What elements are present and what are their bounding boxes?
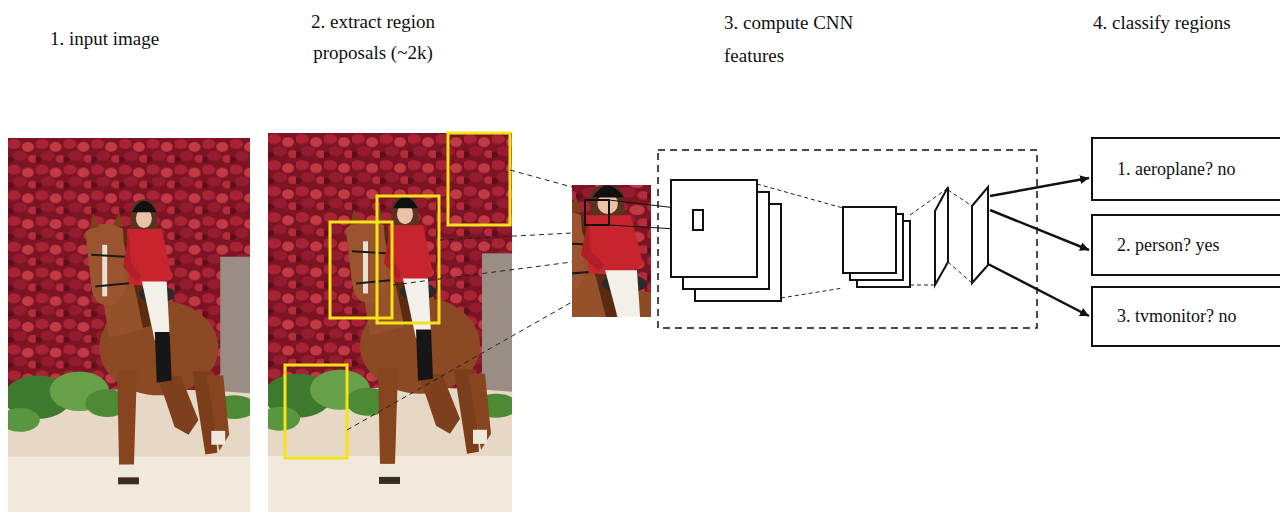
cnn-frame	[658, 150, 1037, 328]
class-label: 2. person? yes	[1117, 235, 1219, 256]
fc-layer-1	[935, 187, 948, 285]
class-box: 3. tvmonitor? no	[1091, 286, 1280, 347]
conv-layer-1	[671, 180, 781, 301]
input-photo	[0, 138, 256, 512]
fc-layer-2	[972, 187, 988, 283]
warp-leader-lines	[347, 170, 572, 430]
region-proposal-boxes	[285, 133, 510, 458]
conv-layer-2	[843, 207, 910, 287]
step-heading: 3. compute CNN features	[724, 6, 874, 72]
receptive-field	[585, 200, 609, 225]
layer-links	[757, 184, 972, 298]
kernel	[693, 210, 703, 230]
class-arrows	[988, 178, 1089, 316]
proposal-photo	[260, 133, 518, 512]
class-label: 1. aeroplane? no	[1117, 159, 1235, 180]
step-heading: 1. input image	[50, 22, 159, 55]
step-heading: 2. extract region proposals (~2k)	[292, 6, 454, 68]
class-box: 2. person? yes	[1091, 214, 1280, 276]
class-box: 1. aeroplane? no	[1091, 137, 1280, 201]
class-label: 3. tvmonitor? no	[1117, 306, 1237, 327]
step-heading: 4. classify regions	[1093, 6, 1231, 39]
warped-region	[423, 120, 752, 513]
